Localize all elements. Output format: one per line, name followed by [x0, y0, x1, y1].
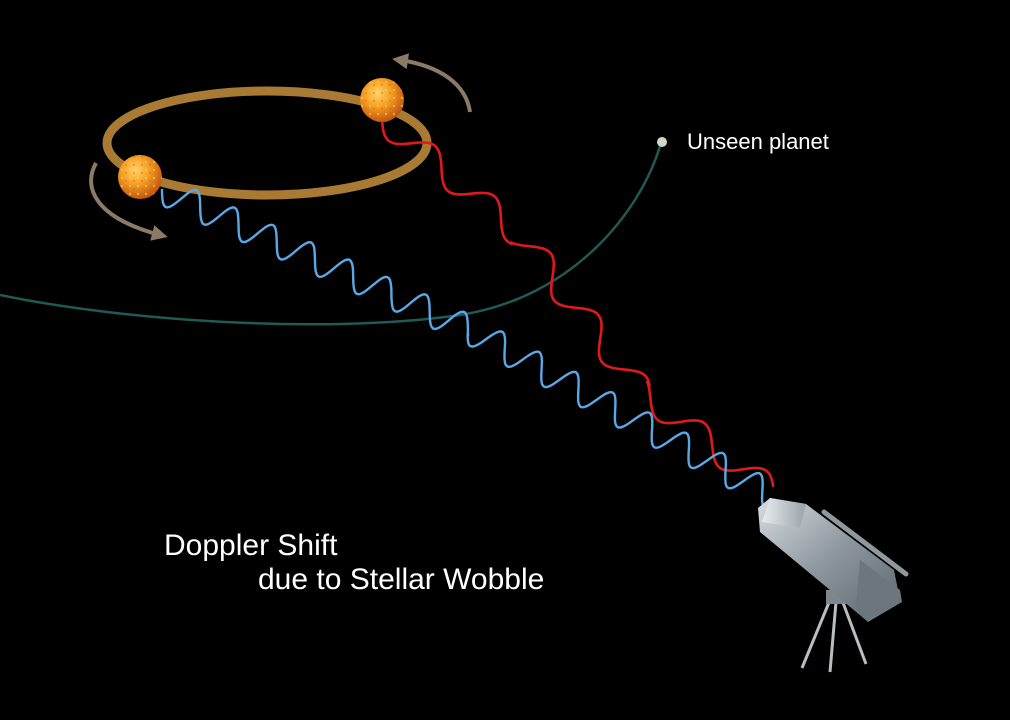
- motion-arrow-icon: [392, 53, 472, 113]
- diagram-title-line2: due to Stellar Wobble: [258, 563, 545, 596]
- telescope-icon: [758, 498, 909, 673]
- planet-orbit: [0, 142, 663, 326]
- star-icon: [118, 155, 162, 199]
- planet-icon: [657, 137, 667, 147]
- blueshift-wave: [160, 188, 765, 508]
- planet-label: Unseen planet: [687, 129, 829, 154]
- star-icon: [360, 78, 404, 122]
- motion-arrow-icon: [89, 162, 168, 241]
- redshift-wave: [380, 116, 775, 488]
- diagram-title-line1: Doppler Shift: [164, 529, 338, 562]
